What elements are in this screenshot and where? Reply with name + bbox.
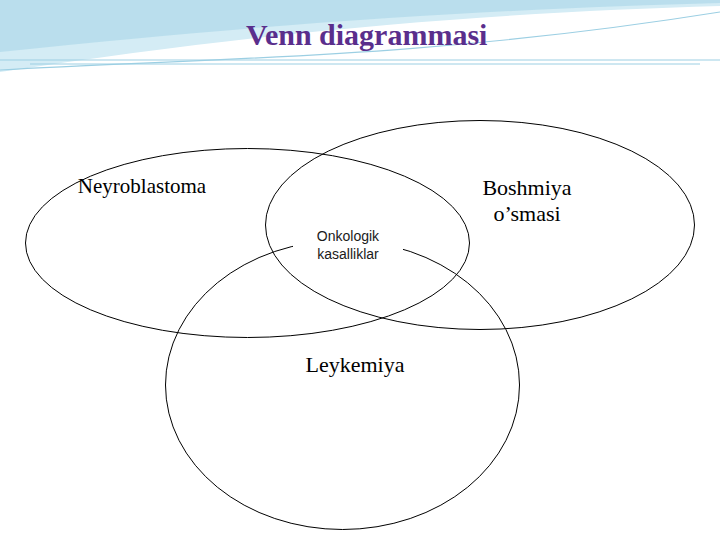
- ellipse-line: [266, 121, 695, 330]
- ellipse-line: [166, 241, 520, 530]
- ellipse-line: [26, 149, 470, 338]
- title-rule: [0, 60, 720, 61]
- set-label: Leykemiya: [275, 352, 435, 378]
- set-label: Neyroblastoma: [47, 174, 237, 199]
- slide-title: Venn diagrammasi: [246, 18, 487, 52]
- top-swoosh: [0, 0, 720, 72]
- venn-ellipse: Leykemiya: [165, 240, 520, 530]
- top-swoosh-dark: [0, 0, 720, 52]
- swoosh-line: [0, 12, 720, 70]
- venn-ellipse: Boshmiya o’smasi: [265, 120, 695, 330]
- intersection-label: Onkologik kasalliklar: [293, 227, 403, 264]
- ellipse-outline: [165, 240, 520, 530]
- set-label: Boshmiya o’smasi: [462, 175, 592, 228]
- title-rule: [30, 64, 700, 65]
- ellipse-outline: [265, 120, 695, 330]
- venn-ellipse: Neyroblastoma: [25, 148, 470, 338]
